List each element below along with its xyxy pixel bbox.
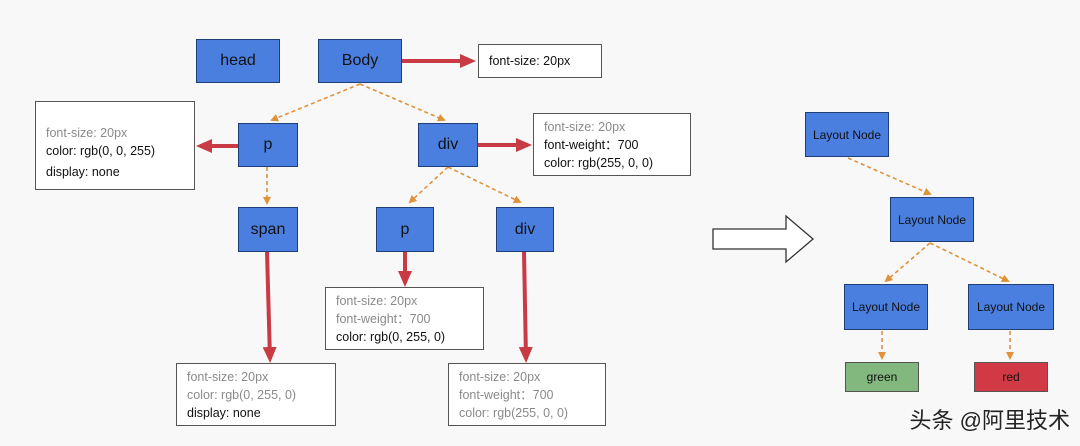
prop-box-p-child: font-size: 20px font-weight：700 color: r… bbox=[325, 287, 484, 350]
layout-node-right: Layout Node bbox=[968, 284, 1054, 330]
layout-node-left: Layout Node bbox=[844, 284, 928, 330]
arrow-div2-prop bbox=[518, 251, 533, 363]
node-div: div bbox=[418, 123, 478, 167]
edge-body-div bbox=[359, 83, 446, 122]
prop-line: color: rgb(255, 0, 0) bbox=[544, 156, 654, 170]
prop-line: font-size: 20px bbox=[336, 294, 418, 308]
edge-mid-left bbox=[884, 242, 931, 283]
prop-box-body: font-size: 20px bbox=[478, 44, 602, 78]
prop-line: font-weight：700 bbox=[544, 138, 639, 152]
layout-node-mid: Layout Node bbox=[890, 197, 974, 242]
prop-box-span: font-size: 20px color: rgb(0, 255, 0) di… bbox=[176, 363, 336, 426]
node-p-child: p bbox=[376, 207, 434, 252]
edge-root-mid bbox=[847, 157, 932, 196]
edge-div-div bbox=[447, 166, 522, 203]
leaf-red: red bbox=[974, 362, 1048, 392]
prop-box-p: font-size: 20px color: rgb(0, 0, 255) di… bbox=[35, 101, 195, 190]
prop-line: font-size: 20px bbox=[459, 370, 541, 384]
edge-div-p bbox=[408, 166, 449, 204]
layout-node-root: Layout Node bbox=[805, 112, 889, 157]
transform-arrow bbox=[712, 214, 815, 264]
prop-line: color: rgb(0, 255, 0) bbox=[336, 330, 446, 344]
arrow-span-prop bbox=[262, 251, 277, 363]
prop-line: color: rgb(0, 255, 0) bbox=[187, 388, 297, 402]
edge-mid-right bbox=[929, 242, 1010, 282]
node-div-child: div bbox=[496, 207, 554, 252]
node-body: Body bbox=[318, 39, 402, 83]
prop-line: font-size: 20px bbox=[46, 126, 128, 140]
prop-line: display: none bbox=[187, 406, 261, 420]
prop-line: font-size: 20px bbox=[187, 370, 269, 384]
prop-line: font-size: 20px bbox=[544, 120, 626, 134]
node-head: head bbox=[196, 39, 280, 83]
watermark: 头条 @阿里技术 bbox=[909, 408, 1070, 433]
prop-line: display: none bbox=[46, 165, 120, 179]
prop-box-div: font-size: 20px font-weight：700 color: r… bbox=[533, 113, 691, 176]
prop-line: font-weight：700 bbox=[459, 388, 554, 402]
edge-body-p bbox=[270, 83, 361, 122]
prop-line: font-size: 20px bbox=[489, 54, 571, 68]
prop-line: color: rgb(0, 0, 255) bbox=[46, 144, 156, 158]
prop-box-div-child: font-size: 20px font-weight：700 color: r… bbox=[448, 363, 606, 426]
node-span: span bbox=[238, 207, 298, 252]
node-p: p bbox=[238, 123, 298, 167]
prop-line: font-weight：700 bbox=[336, 312, 431, 326]
leaf-green: green bbox=[845, 362, 919, 392]
prop-line: color: rgb(255, 0, 0) bbox=[459, 406, 569, 420]
